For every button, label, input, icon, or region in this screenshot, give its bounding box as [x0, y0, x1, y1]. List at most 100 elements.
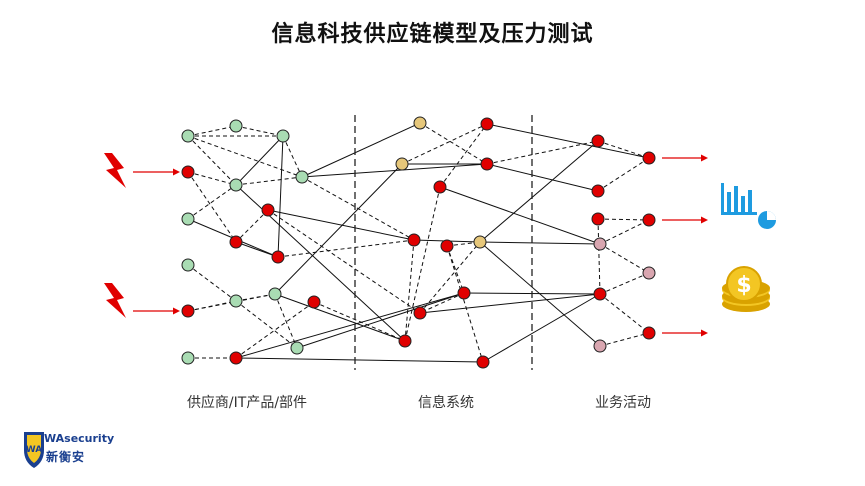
- arrow-head-icon: [701, 154, 708, 162]
- node-a1: [181, 129, 195, 143]
- node-c3: [261, 203, 275, 217]
- node-d2: [395, 157, 409, 171]
- node-e2: [480, 157, 494, 171]
- connection-line: [282, 135, 303, 178]
- connection-line: [599, 243, 650, 274]
- node-g3: [642, 266, 656, 280]
- connection-line: [267, 209, 415, 241]
- node-f5: [593, 287, 607, 301]
- svg-text:$: $: [736, 273, 751, 298]
- connection-line: [235, 176, 303, 186]
- lightning-icon: [104, 153, 126, 188]
- node-d8: [398, 334, 412, 348]
- arrow-head-icon: [701, 329, 708, 337]
- node-c2: [295, 170, 309, 184]
- connection-line: [599, 219, 650, 245]
- node-b2: [229, 178, 243, 192]
- connection-line: [187, 264, 237, 302]
- connection-line: [235, 301, 315, 359]
- connection-line: [486, 163, 599, 192]
- connection-line: [301, 122, 421, 178]
- node-d4: [407, 233, 421, 247]
- connection-line: [599, 293, 650, 334]
- node-a5: [181, 304, 195, 318]
- node-d1: [413, 116, 427, 130]
- connection-line: [419, 122, 488, 165]
- node-f3: [591, 212, 605, 226]
- node-d6: [457, 286, 471, 300]
- svg-text:WA: WA: [26, 445, 43, 455]
- page-title: 信息科技供应链模型及压力测试: [271, 22, 594, 47]
- node-f1: [591, 134, 605, 148]
- node-f6: [593, 339, 607, 353]
- connection-line: [479, 241, 601, 347]
- node-d7: [413, 306, 427, 320]
- arrow-head-icon: [701, 216, 708, 224]
- node-c5: [268, 287, 282, 301]
- connection-line: [187, 135, 237, 186]
- logo-cn: 新衡安: [46, 450, 86, 464]
- connection-line: [277, 135, 284, 258]
- node-a6: [181, 351, 195, 365]
- connection-line: [187, 184, 237, 220]
- connection-line: [599, 332, 650, 347]
- node-a4: [181, 258, 195, 272]
- connection-line: [187, 171, 237, 186]
- connection-line: [274, 293, 406, 342]
- connection-line: [597, 218, 601, 295]
- connection-line: [599, 272, 650, 295]
- node-g2: [642, 213, 656, 227]
- connection-line: [482, 293, 601, 363]
- connection-line: [274, 293, 298, 349]
- connection-line: [479, 140, 599, 243]
- connection-line: [301, 176, 415, 241]
- section-label-info-system: 信息系统: [418, 395, 474, 411]
- connection-line: [439, 123, 488, 188]
- node-b3: [229, 235, 243, 249]
- connection-line: [296, 292, 465, 349]
- node-c1: [276, 129, 290, 143]
- connection-line: [235, 292, 465, 359]
- connection-line: [235, 209, 269, 243]
- connection-line: [597, 140, 650, 159]
- connection-line: [274, 163, 403, 295]
- node-g4: [642, 326, 656, 340]
- connection-line: [235, 135, 284, 186]
- arrow-head-icon: [173, 307, 180, 315]
- connection-line: [313, 301, 406, 342]
- connection-line: [301, 163, 488, 178]
- connection-line: [446, 245, 484, 363]
- connection-line: [187, 171, 237, 243]
- section-label-business: 业务活动: [595, 395, 651, 411]
- node-f4: [593, 237, 607, 251]
- node-f2: [591, 184, 605, 198]
- connection-line: [187, 135, 303, 178]
- node-c4: [271, 250, 285, 264]
- connection-line: [419, 241, 481, 314]
- connection-line: [446, 241, 481, 247]
- lightning-icon: [104, 283, 126, 318]
- logo-brand: WAsecurity: [44, 432, 115, 445]
- connection-line: [419, 292, 465, 314]
- connection-line: [479, 241, 601, 245]
- arrow-head-icon: [173, 168, 180, 176]
- connection-line: [419, 293, 601, 314]
- connection-line: [235, 357, 484, 363]
- node-c6: [307, 295, 321, 309]
- connection-line: [597, 157, 650, 192]
- node-d5: [440, 239, 454, 253]
- connection-line: [597, 218, 650, 221]
- connection-line: [235, 184, 406, 342]
- node-e3: [473, 235, 487, 249]
- connection-line: [401, 123, 488, 165]
- coin-stack-icon: $: [722, 266, 770, 312]
- connection-line: [486, 140, 599, 165]
- shield-logo-icon: WA: [24, 432, 44, 468]
- node-e1: [480, 117, 494, 131]
- connection-line: [404, 239, 415, 342]
- connection-line: [277, 239, 415, 258]
- section-label-supplier: 供应商/IT产品/部件: [186, 395, 308, 411]
- connection-line: [235, 300, 298, 349]
- connection-line: [267, 209, 421, 314]
